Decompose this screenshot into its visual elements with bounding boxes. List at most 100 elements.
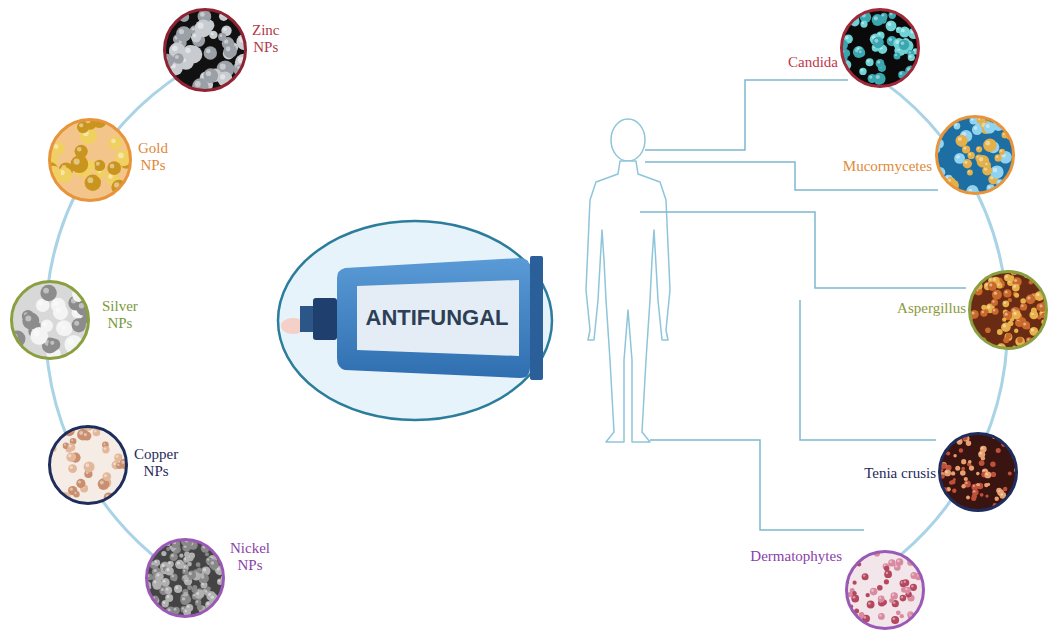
particle-highlight (43, 322, 47, 326)
image-circle: Mucormycetes (935, 115, 1015, 195)
node-label: Dermatophytes (750, 548, 842, 565)
particle (165, 567, 174, 576)
particle (899, 40, 909, 50)
particle (209, 560, 219, 570)
particle (878, 613, 885, 620)
circle-border (937, 117, 1014, 194)
particle (1022, 321, 1030, 329)
particle-highlight (859, 51, 862, 54)
particle (73, 491, 79, 497)
particle (968, 460, 972, 464)
particle-highlight (86, 463, 90, 467)
particle-highlight (1000, 150, 1002, 152)
picture-ground (968, 270, 1048, 350)
particle (68, 443, 76, 451)
particle (186, 604, 194, 612)
particle-highlight (207, 558, 209, 560)
particle (880, 13, 887, 20)
particle-highlight (861, 69, 864, 72)
particle (991, 299, 998, 306)
particle-highlight (1023, 323, 1026, 326)
particle (878, 596, 885, 603)
particle (910, 584, 917, 591)
circle-border (50, 427, 127, 504)
leader-line (640, 212, 966, 288)
particle-highlight (153, 569, 156, 572)
particle (173, 607, 180, 614)
particle (886, 21, 897, 32)
particle-highlight (909, 55, 912, 58)
particle-highlight (167, 595, 170, 598)
particle-highlight (177, 561, 180, 564)
particle (851, 595, 859, 603)
particle-highlight (88, 177, 94, 183)
particle (889, 598, 894, 603)
particle-highlight (895, 565, 897, 567)
nozzle (313, 298, 337, 340)
particle-highlight (207, 602, 210, 605)
node-label: Gold NPs (138, 140, 168, 174)
particle-highlight (1004, 302, 1006, 304)
particle (877, 585, 883, 591)
particle-highlight (994, 292, 997, 295)
particle-highlight (203, 568, 206, 571)
label-holder: Dermatophytes (750, 548, 842, 565)
circle-picture (163, 8, 247, 92)
particle (1002, 317, 1006, 321)
particle (107, 161, 121, 175)
particle-highlight (988, 186, 991, 189)
particle-highlight (104, 474, 107, 477)
particle-highlight (166, 568, 169, 571)
particle-highlight (116, 455, 119, 458)
particle-highlight (874, 39, 878, 43)
node-label: Nickel NPs (230, 540, 270, 574)
particle (991, 472, 996, 477)
picture-group (836, 8, 920, 88)
particle-highlight (889, 561, 892, 564)
image-circle: Tenia crusis (938, 432, 1018, 512)
particle-highlight (53, 300, 58, 305)
picture-group (143, 536, 229, 618)
particle (984, 162, 991, 169)
particle-highlight (185, 48, 191, 54)
label-holder: Copper NPs (134, 446, 178, 480)
particle (53, 305, 68, 320)
particle-highlight (54, 144, 59, 149)
particle-highlight (955, 124, 957, 126)
particle (860, 21, 867, 28)
particle-highlight (110, 164, 115, 169)
particle (175, 560, 184, 569)
circle-border (847, 552, 924, 629)
particle-highlight (183, 570, 185, 572)
particle (182, 45, 198, 61)
particle (971, 496, 976, 501)
particle (908, 54, 915, 61)
particle (946, 466, 950, 470)
picture-ground (145, 538, 225, 618)
particle-highlight (220, 34, 223, 37)
particle-highlight (163, 601, 166, 604)
particle-highlight (987, 305, 990, 308)
image-circle: Copper NPs (48, 425, 128, 505)
particle (1008, 298, 1012, 302)
circle-picture (840, 8, 920, 88)
particle-highlight (172, 45, 178, 51)
particle (866, 593, 870, 597)
tube-crimp (530, 256, 543, 380)
particle-highlight (211, 596, 214, 599)
particle-highlight (211, 561, 214, 564)
particle-highlight (986, 473, 988, 475)
label-holder: Silver NPs (102, 298, 138, 332)
leader-line (650, 440, 864, 530)
particle (894, 53, 901, 60)
particle-highlight (897, 560, 900, 563)
particle-highlight (1003, 324, 1006, 327)
particle (179, 554, 183, 558)
particle-highlight (996, 156, 999, 159)
particle-highlight (189, 572, 192, 575)
particle-highlight (100, 480, 104, 484)
particle (866, 58, 874, 66)
particle-highlight (157, 574, 160, 577)
particle-highlight (121, 460, 125, 464)
particle (999, 149, 1005, 155)
